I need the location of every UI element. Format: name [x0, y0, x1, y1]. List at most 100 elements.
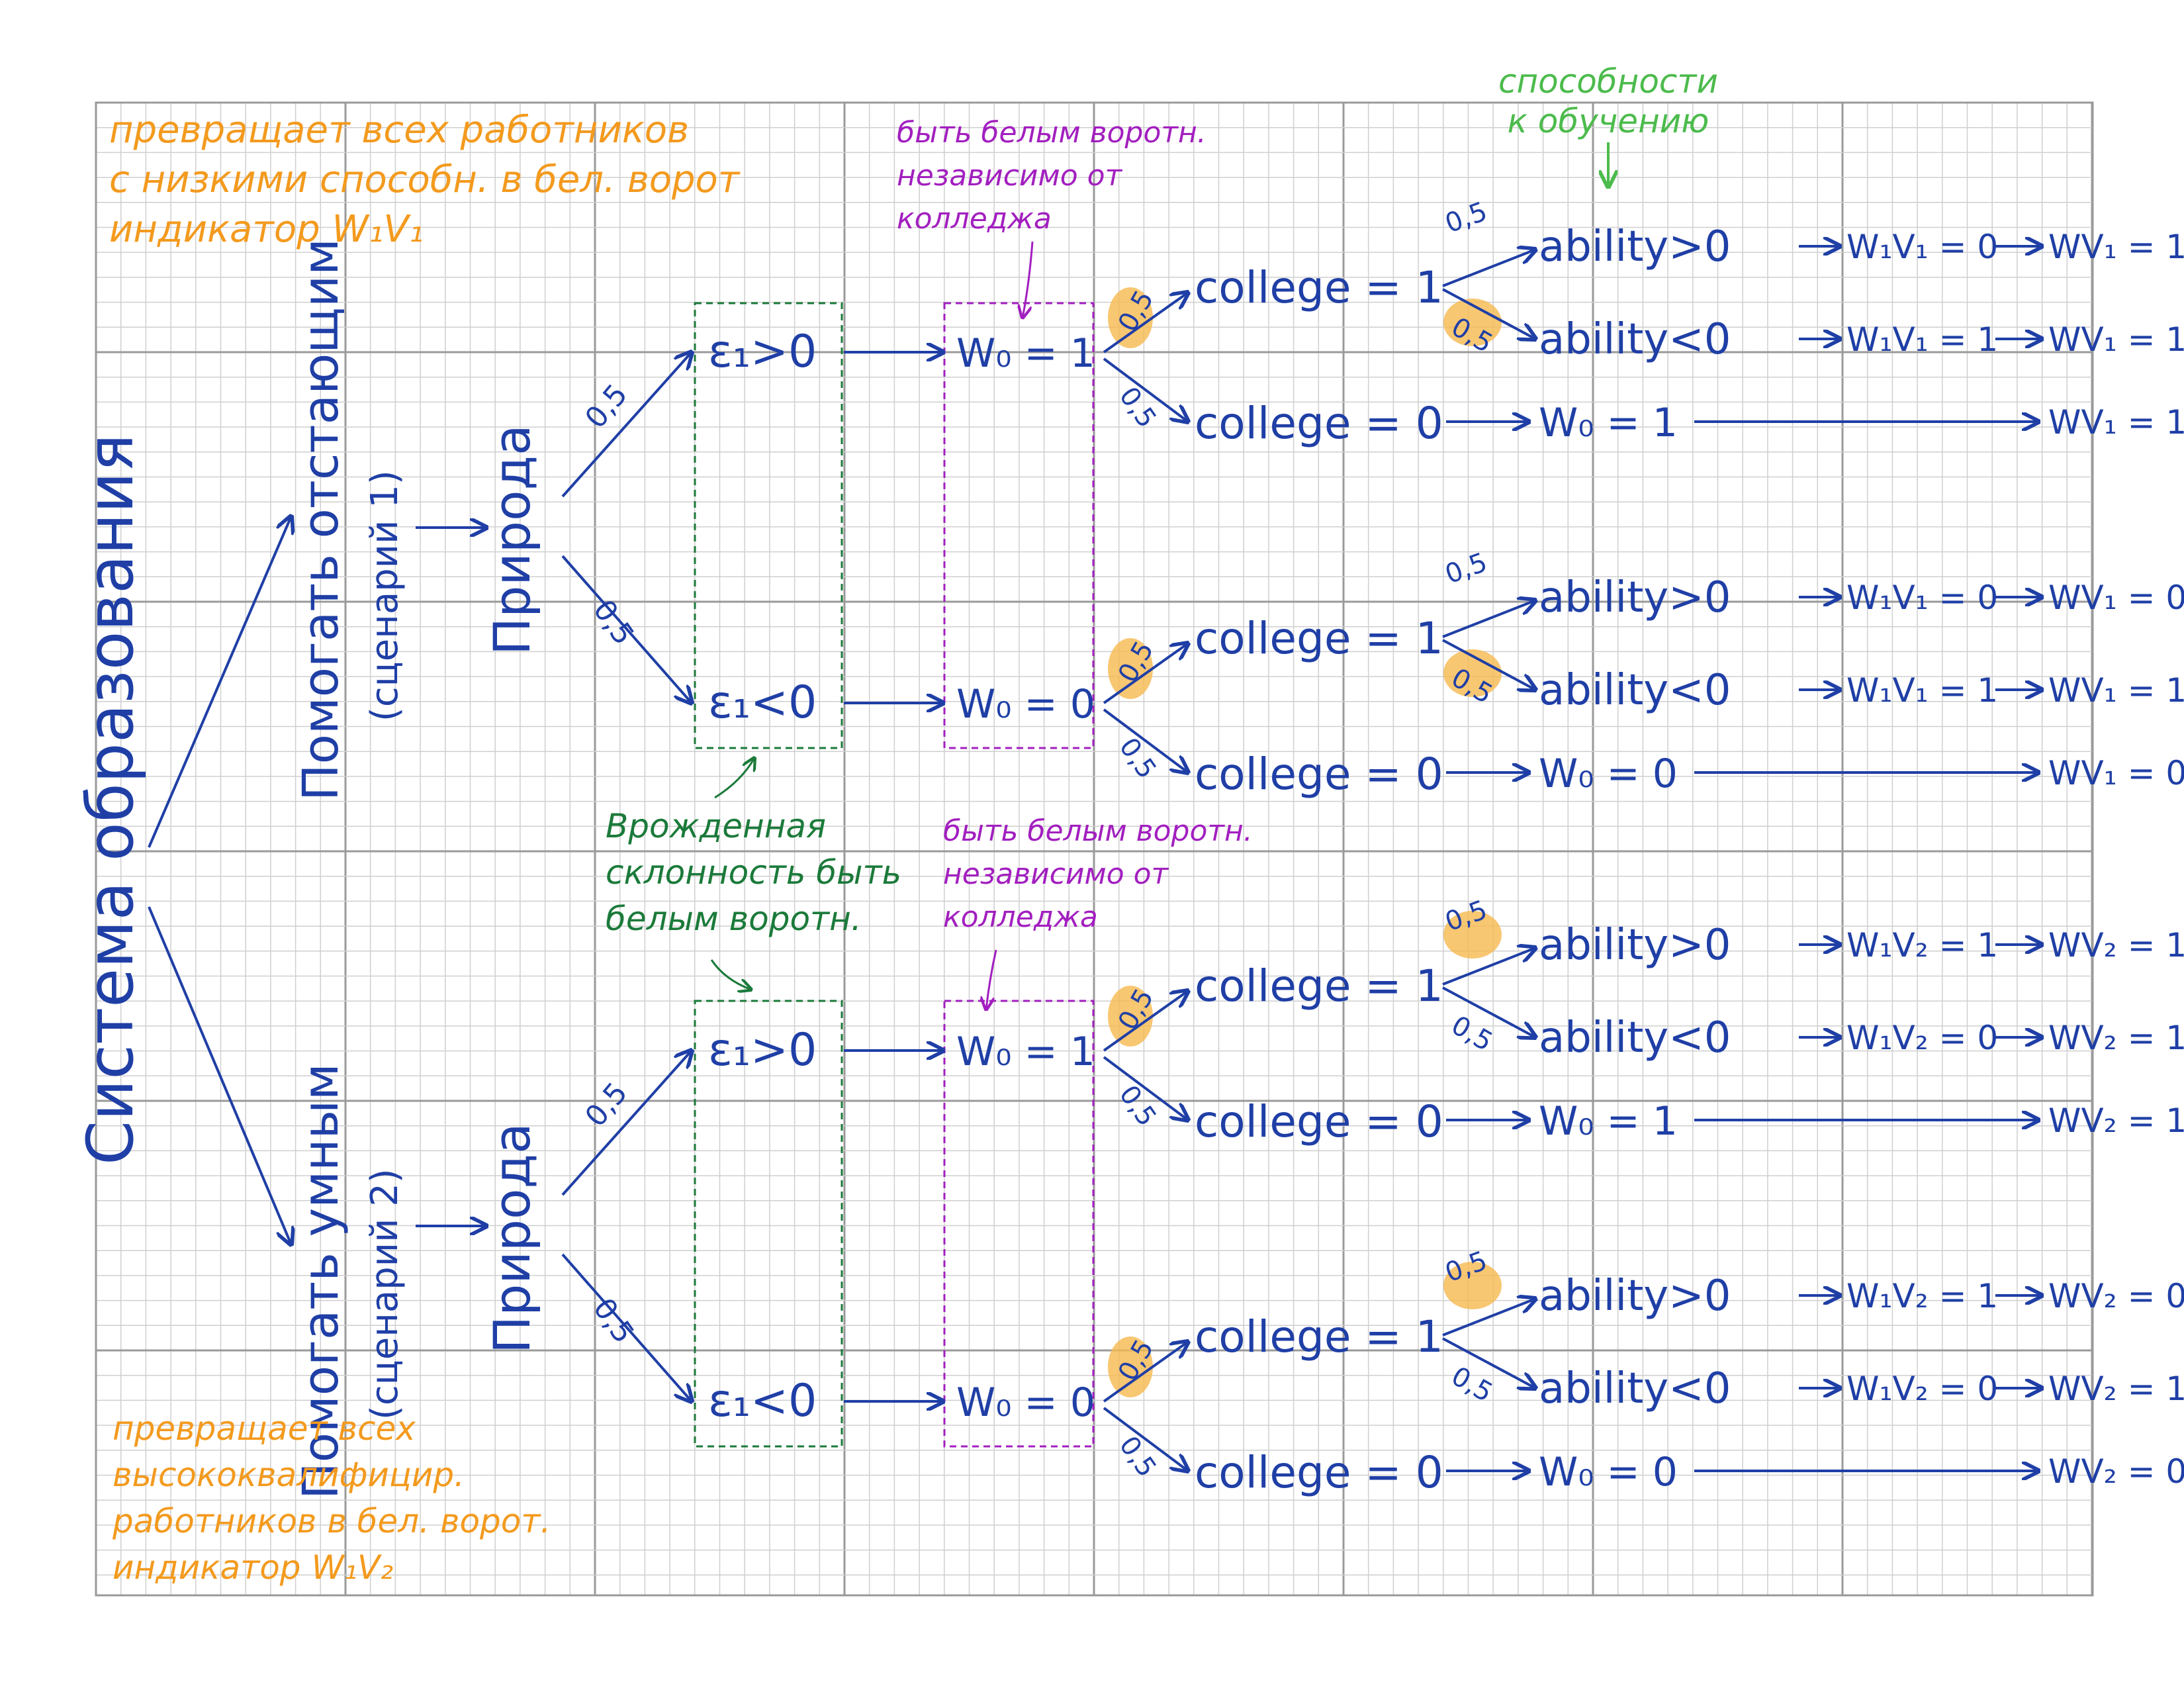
s1-b2-o2-p-highlight: [1443, 649, 1502, 697]
s2-b1-o1-p-highlight: [1443, 911, 1502, 959]
s2-b2-c0-w0: W₀ = 0: [1539, 1449, 1678, 1495]
annotations: превращает всех работников с низкими спос…: [109, 62, 1718, 1587]
s1-b1-edge-college0: [1103, 357, 1188, 422]
s2-b2-o1-p-highlight: [1443, 1262, 1502, 1309]
s1-b2-c0-w0: W₀ = 0: [1539, 751, 1678, 797]
s2-b1-edge-college0: [1103, 1056, 1188, 1120]
s2-b1-o1-wv: WV₂ = 1: [2048, 926, 2184, 964]
s2-b2-o2-ability: ability<0: [1539, 1364, 1731, 1413]
edge-root-s2: [148, 906, 291, 1244]
s1-b2-edge-college1: [1103, 643, 1188, 704]
s1-b2-college0-text: college = 0: [1195, 749, 1443, 800]
s1-b1-p-college1-highlight: [1108, 287, 1153, 348]
s1-b2-o2-wv: WV₁ = 1: [2048, 671, 2184, 710]
note-white-collar-bottom-line: независимо от: [943, 857, 1169, 891]
note-innate-line: Врожденная: [606, 807, 826, 845]
note-white-collar-top-arrow: [1023, 241, 1034, 318]
s1-b1-p-college0: 0,5: [1113, 381, 1162, 434]
note-innate-line: белым воротн.: [606, 900, 862, 938]
s1-b1-o2-wv: WV₁ = 1: [2048, 320, 2184, 359]
s2-b1-edge-ability-pos: [1442, 948, 1535, 986]
s2-b2-edge-college1: [1103, 1342, 1188, 1403]
s1-b2-c0-wv: WV₁ = 0: [2048, 754, 2184, 792]
s2-b1-o1-ability: ability>0: [1539, 921, 1731, 970]
s1-b2-o2-indicator: W₁V₁ = 1: [1846, 671, 1998, 710]
note-white-collar-bottom-arrow: [986, 949, 997, 1009]
s2-b1-p-college0: 0,5: [1113, 1080, 1162, 1132]
s2-nature-label: Природа: [482, 1123, 541, 1354]
s2-b2-edge-ability-neg: [1442, 1337, 1535, 1388]
s2-b2-eps: ε₁<0: [708, 1375, 817, 1427]
s1-b2-edge-ability-neg: [1442, 639, 1535, 690]
s1-b1-c0-wv: WV₁ = 1: [2048, 403, 2184, 442]
s2-b2-college1-text: college = 1: [1195, 1311, 1443, 1362]
s1-b1-college1-text: college = 1: [1195, 262, 1443, 313]
probability-highlights: [1108, 287, 1502, 1397]
s1-b1-w0: W₀ = 1: [956, 330, 1095, 377]
s2-scenario-label: Помогать умным: [293, 1063, 349, 1499]
note-white-collar-top-line: независимо от: [897, 159, 1123, 193]
s1-b1-o1-wv: WV₁ = 1: [2048, 228, 2184, 266]
note-top-left-line: превращает всех работников: [109, 109, 689, 152]
s1-b2-p-college1-highlight: [1108, 638, 1153, 699]
note-bottom-left-line: превращает всех: [113, 1409, 416, 1448]
note-ability-line: к обучению: [1508, 102, 1709, 140]
s2-b1-edge-ability-neg: [1442, 986, 1535, 1037]
note-innate-line: склонность быть: [606, 853, 901, 892]
note-white-collar-top-line: колледжа: [897, 202, 1052, 236]
s1-scenario-label: Помогать отстающим: [293, 238, 349, 801]
note-innate-arrow-down: [710, 959, 751, 990]
s1-b2-o1-ability: ability>0: [1539, 573, 1731, 622]
s1-scenario-sub: (сценарий 1): [363, 470, 406, 722]
s2-b2-edge-college0: [1103, 1407, 1188, 1471]
s1-b2-w0: W₀ = 0: [956, 681, 1095, 727]
s2-b1-p-college1-highlight: [1108, 986, 1153, 1047]
note-white-collar-bottom-line: быть белым воротн.: [943, 814, 1253, 848]
s2-b1-o2-wv: WV₂ = 1: [2048, 1019, 2184, 1057]
s2-b1-o2-indicator: W₁V₂ = 0: [1846, 1019, 1998, 1057]
s1-b1-edge-ability-pos: [1442, 250, 1535, 287]
s2-b2-p-college1-highlight: [1108, 1336, 1153, 1397]
s1-b1-o2-indicator: W₁V₁ = 1: [1846, 320, 1998, 359]
s2-b2-o2-indicator: W₁V₂ = 0: [1846, 1370, 1998, 1408]
s1-b1-edge-college1: [1103, 293, 1188, 353]
note-top-left-line: индикатор W₁V₁: [109, 208, 424, 251]
s2-b2-o2-wv: WV₂ = 1: [2048, 1370, 2184, 1408]
s2-b1-edge-college1: [1103, 991, 1188, 1052]
s1-b2-o1-p: 0,5: [1441, 547, 1492, 590]
s1-b2-o2-ability: ability<0: [1539, 666, 1731, 715]
s2-b2-w0: W₀ = 0: [956, 1380, 1095, 1426]
note-bottom-left-line: работников в бел. ворот.: [112, 1502, 551, 1540]
s2-b2-c0-wv: WV₂ = 0: [2048, 1452, 2184, 1491]
s1-b1-c0-w0: W₀ = 1: [1539, 400, 1678, 446]
s1-b2-eps: ε₁<0: [708, 677, 817, 729]
innate-propensity-box: [694, 1000, 843, 1448]
s2-b2-o1-indicator: W₁V₂ = 1: [1846, 1277, 1998, 1315]
s2-b2-o1-wv: WV₂ = 0: [2048, 1277, 2184, 1315]
s1-b1-eps: ε₁>0: [708, 326, 817, 378]
s1-b1-college0-text: college = 0: [1195, 398, 1443, 449]
w0-box: [943, 1000, 1095, 1448]
s1-b2-edge-college0: [1103, 708, 1188, 773]
s2-b1-college1-text: college = 1: [1195, 961, 1443, 1011]
note-bottom-left-line: индикатор W₁V₂: [113, 1548, 393, 1587]
s2-b1-edge-nature-eps: [561, 1051, 692, 1196]
s1-b2-edge-ability-pos: [1442, 600, 1535, 638]
s2-b1-c0-wv: WV₂ = 1: [2048, 1102, 2184, 1140]
w0-box: [943, 302, 1095, 749]
s2-b2-o2-p: 0,5: [1446, 1361, 1498, 1409]
note-top-left-line: с низкими способн. в бел. ворот: [109, 158, 741, 201]
tree-edges: [148, 246, 2042, 1471]
s1-b1-o1-indicator: W₁V₁ = 0: [1846, 228, 1998, 266]
s1-b2-college1-text: college = 1: [1195, 613, 1443, 664]
s2-b1-college0-text: college = 0: [1195, 1096, 1443, 1147]
s1-b1-o2-ability: ability<0: [1539, 315, 1731, 364]
note-ability-line: способности: [1498, 62, 1718, 101]
note-bottom-left-line: высококвалифицир.: [113, 1456, 465, 1494]
s2-b1-o2-p: 0,5: [1446, 1010, 1498, 1058]
edge-root-s1: [148, 516, 291, 848]
s1-nature-label: Природа: [482, 424, 541, 655]
